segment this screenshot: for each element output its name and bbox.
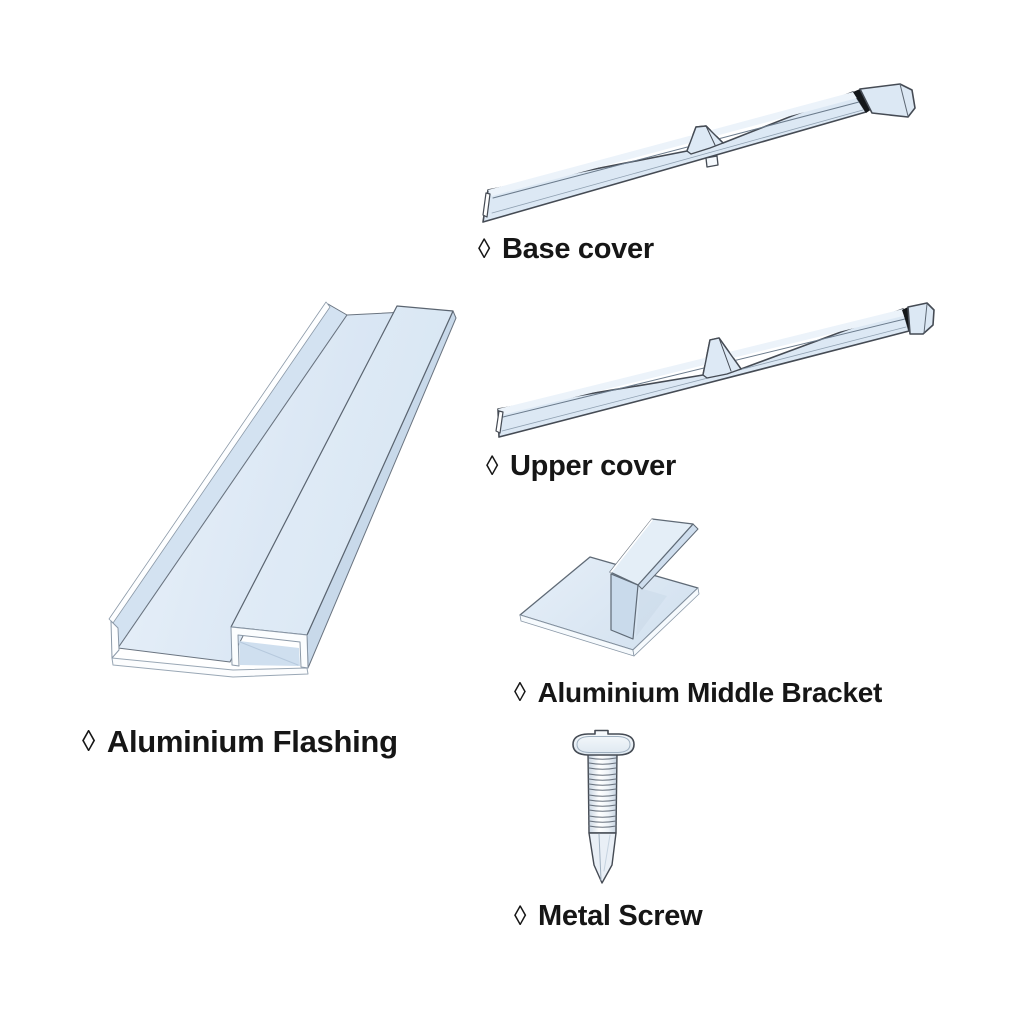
diamond-bullet-icon: ◊ [478, 233, 491, 265]
aluminium-middle-bracket-illustration [519, 518, 700, 657]
diamond-bullet-icon: ◊ [486, 450, 499, 482]
part-label-text: Aluminium Middle Bracket [537, 677, 883, 708]
aluminium-middle-bracket-label: ◊ Aluminium Middle Bracket [514, 677, 883, 709]
metal-screw-label: ◊ Metal Screw [514, 900, 703, 933]
part-label-text: Metal Screw [538, 900, 703, 932]
part-label-text: Base cover [502, 233, 654, 265]
metal-screw-illustration [572, 729, 635, 884]
base-cover-label: ◊ Base cover [478, 233, 654, 266]
part-label-text: Upper cover [510, 450, 676, 482]
upper-cover-illustration [495, 302, 935, 438]
base-cover-illustration [482, 83, 916, 223]
diamond-bullet-icon: ◊ [82, 724, 95, 759]
diamond-bullet-icon: ◊ [514, 900, 527, 932]
part-label-text: Aluminium Flashing [106, 724, 398, 759]
aluminium-flashing-label: ◊ Aluminium Flashing [82, 724, 398, 759]
diamond-bullet-icon: ◊ [514, 677, 526, 708]
upper-cover-label: ◊ Upper cover [486, 450, 676, 483]
aluminium-flashing-illustration [108, 301, 457, 678]
